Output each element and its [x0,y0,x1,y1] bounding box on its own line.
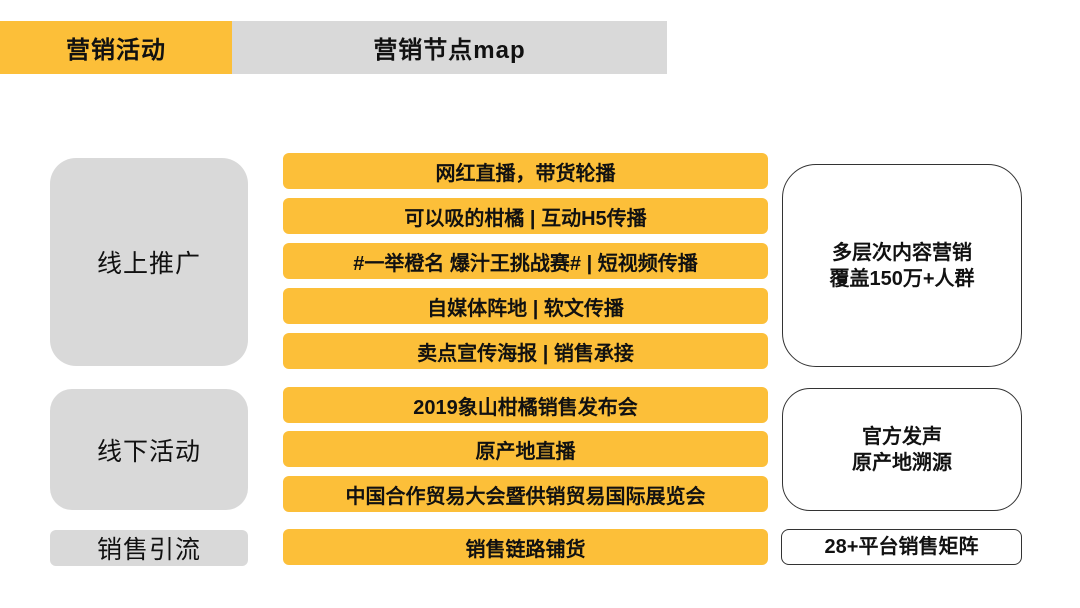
campaign-bar-origin-livestream: 原产地直播 [283,431,768,467]
campaign-bar-trade-expo: 中国合作贸易大会暨供销贸易国际展览会 [283,476,768,512]
tab-marketing-activity[interactable]: 营销活动 [0,21,232,74]
campaign-bar-influencer-livestream: 网红直播，带货轮播 [283,153,768,189]
campaign-bar-short-video-challenge: #一举橙名 爆汁王挑战赛# | 短视频传播 [283,243,768,279]
campaign-bar-h5-interactive: 可以吸的柑橘 | 互动H5传播 [283,198,768,234]
summary-line: 28+平台销售矩阵 [824,536,979,558]
category-offline-events: 线下活动 [50,389,248,510]
summary-line: 原产地溯源 [852,451,952,474]
summary-official-voice: 官方发声 原产地溯源 [782,388,1022,511]
summary-platform-matrix: 28+平台销售矩阵 [781,529,1022,565]
campaign-bar-self-media-articles: 自媒体阵地 | 软文传播 [283,288,768,324]
category-sales-traffic: 销售引流 [50,530,248,566]
summary-line: 覆盖150万+人群 [829,267,975,290]
category-online-promotion: 线上推广 [50,158,248,366]
campaign-bar-2019-launch-event: 2019象山柑橘销售发布会 [283,387,768,423]
campaign-bar-sales-channel-distribution: 销售链路铺货 [283,529,768,565]
summary-online-reach: 多层次内容营销 覆盖150万+人群 [782,164,1022,367]
summary-line: 多层次内容营销 [832,241,972,264]
summary-line: 官方发声 [862,425,942,448]
tab-marketing-node-map[interactable]: 营销节点map [232,21,667,74]
campaign-bar-selling-point-posters: 卖点宣传海报 | 销售承接 [283,333,768,369]
